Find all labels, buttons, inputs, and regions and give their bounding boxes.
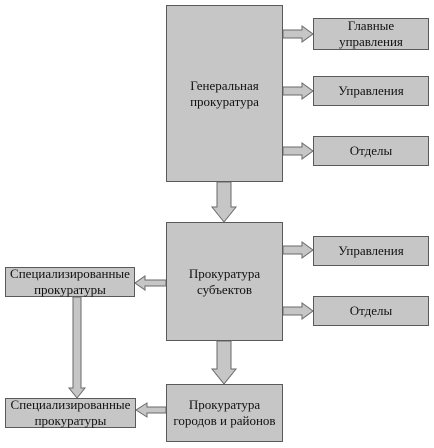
arrow-cities-to-specialized xyxy=(135,402,167,418)
arrow-general-to-divisions xyxy=(282,142,314,160)
arrow-general-to-main-departments xyxy=(282,25,314,43)
specialized-prosecutor-box-1: Специализированные прокуратуры xyxy=(5,266,135,297)
divisions-box-1: Отделы xyxy=(313,136,429,166)
arrow-subjects-to-specialized xyxy=(134,275,167,291)
specialized-prosecutor-box-2: Специализированные прокуратуры xyxy=(5,397,136,428)
departments-box-2: Управления xyxy=(313,236,429,266)
city-district-prosecutor-box: Прокуратура городов и районов xyxy=(166,384,283,442)
arrow-specialized-to-specialized xyxy=(67,296,87,399)
main-departments-box: Главные управления xyxy=(313,18,429,50)
arrow-general-to-departments xyxy=(282,82,314,100)
arrow-subjects-to-divisions xyxy=(282,302,314,320)
arrow-general-to-subjects xyxy=(210,181,238,223)
arrow-subjects-to-cities xyxy=(210,340,238,385)
divisions-box-2: Отделы xyxy=(313,296,429,326)
arrow-subjects-to-departments xyxy=(282,241,314,259)
general-prosecutor-box: Генеральная прокуратура xyxy=(166,5,283,182)
subject-prosecutor-box: Прокуратура субъектов xyxy=(166,222,283,341)
departments-box-1: Управления xyxy=(313,76,429,106)
